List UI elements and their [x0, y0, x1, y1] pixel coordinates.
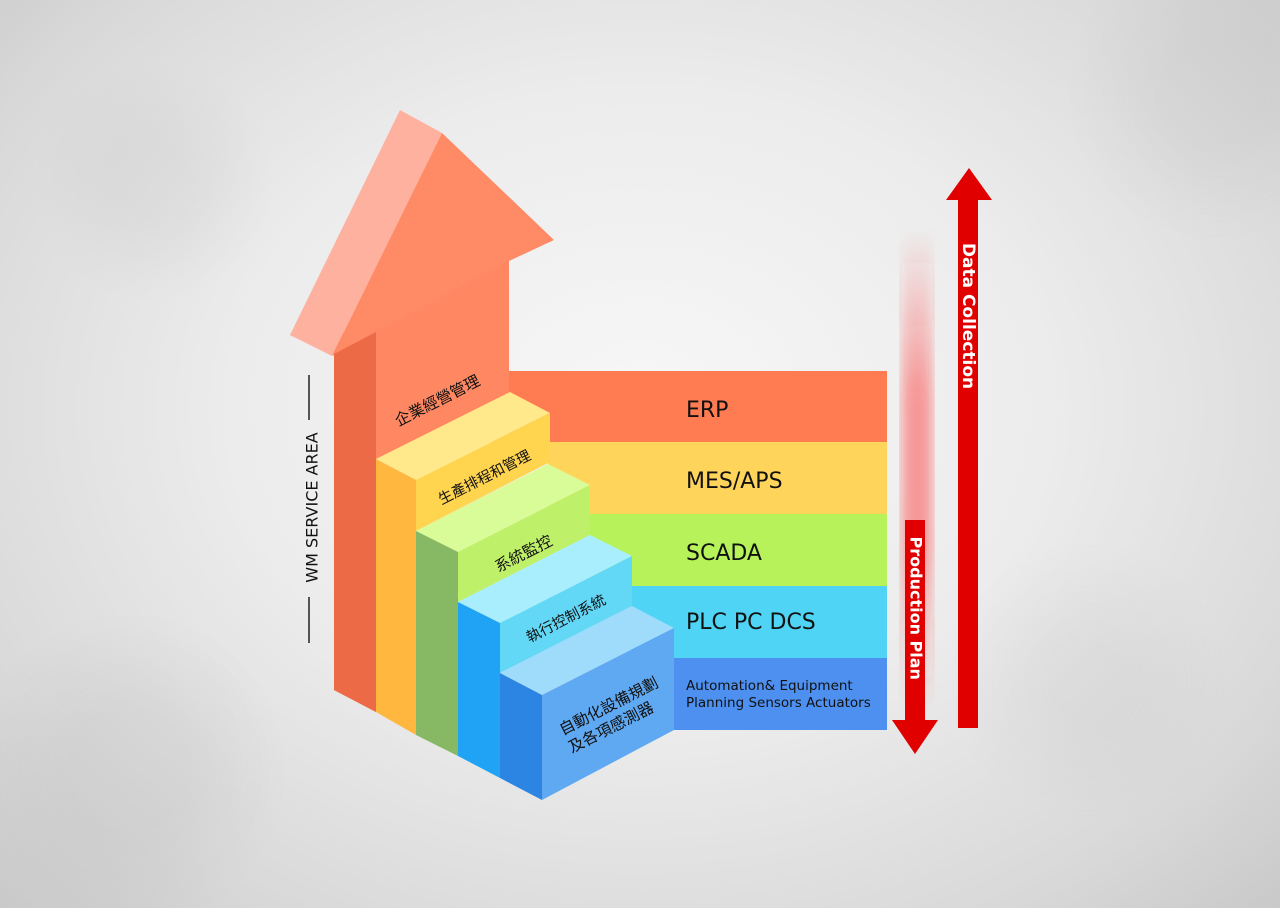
step-scada-top: [416, 464, 590, 552]
step-plc-side: [458, 602, 500, 778]
band-mes-aps: [548, 442, 887, 514]
double-arrow-head-down: [892, 720, 938, 754]
layer-label-mes-aps: MES/APS: [686, 469, 783, 494]
band-automation: [672, 658, 887, 730]
band-scada: [588, 514, 887, 586]
arrow-head-side: [290, 110, 442, 356]
layer-label-automation-line2: Planning Sensors Actuators: [686, 695, 871, 711]
arrow-shaft-side: [334, 332, 376, 712]
step-automation-top: [500, 606, 674, 695]
layer-label-scada: SCADA: [686, 541, 762, 566]
step-mes-front: [416, 413, 550, 531]
vertical-title: WM SERVICE AREA: [302, 432, 322, 583]
layer-label-automation: Automation& Equipment Planning Sensors A…: [686, 678, 871, 712]
step-mes-top: [376, 392, 550, 480]
band-erp: [509, 371, 887, 442]
step-plc-front: [500, 556, 632, 673]
step-automation-front: [542, 628, 674, 800]
layer-label-erp: ERP: [686, 398, 729, 423]
step-scada-side: [416, 531, 458, 756]
step-automation-side: [500, 673, 542, 800]
layer-label-plc: PLC PC DCS: [686, 610, 816, 635]
arrow-down-label: Production Plan: [906, 536, 926, 680]
step-scada-front: [458, 485, 590, 602]
double-arrow-shaft-lower: [905, 520, 925, 722]
double-arrow-head-up: [946, 168, 992, 200]
double-arrow-shaft: [958, 198, 978, 728]
arrow-up-label: Data Collection: [958, 242, 978, 390]
step-mes-side: [376, 459, 416, 735]
layer-label-automation-line1: Automation& Equipment: [686, 678, 853, 694]
step-plc-top: [458, 535, 632, 623]
